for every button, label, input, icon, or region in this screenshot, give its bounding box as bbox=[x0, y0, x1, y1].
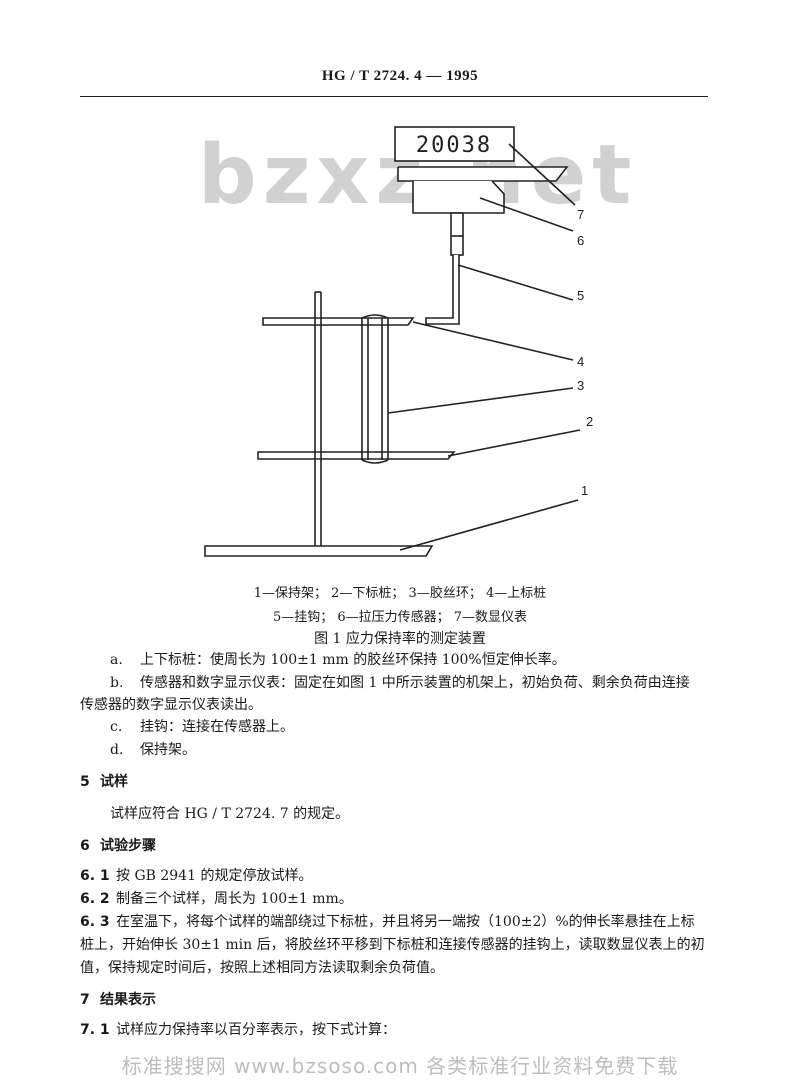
callout-2: 2 bbox=[586, 414, 593, 429]
force-sensor bbox=[412, 180, 505, 214]
leader-2 bbox=[447, 429, 581, 457]
footer-watermark: 标准搜搜网 www.bzsoso.com 各类标准行业资料免费下载 bbox=[121, 1054, 679, 1078]
section-7-title: 结果表示 bbox=[100, 992, 156, 1008]
figure-legend-line-2: 5—挂钩； 6—拉压力传感器； 7—数显仪表 bbox=[272, 610, 528, 625]
callout-1: 1 bbox=[581, 483, 588, 498]
figure-caption: 图 1 应力保持率的测定装置 bbox=[314, 631, 486, 647]
figure-legend-line-1: 1—保持架； 2—下标桩； 3—胶丝环； 4—上标桩 bbox=[253, 586, 547, 601]
lower-peg bbox=[257, 451, 456, 460]
standard-code-header: HG / T 2724. 4 — 1995 bbox=[321, 68, 479, 84]
callout-6: 6 bbox=[577, 233, 584, 248]
callout-7: 7 bbox=[577, 207, 584, 222]
item-b-marker: b. bbox=[110, 675, 124, 691]
callout-5: 5 bbox=[577, 288, 584, 303]
leader-1 bbox=[399, 499, 579, 551]
item-a-marker: a. bbox=[110, 652, 123, 668]
clause-7-1-text: 试样应力保持率以百分率表示，按下式计算： bbox=[116, 1022, 396, 1038]
leader-3 bbox=[387, 387, 574, 414]
leader-5 bbox=[457, 264, 574, 301]
display-digits: 20038 bbox=[416, 133, 492, 158]
clause-6-3-text-1: 在室温下，将每个试样的端部绕过下标桩，并且将另一端按（100±2）%的伸长率悬挂… bbox=[116, 914, 695, 930]
item-b-text-2: 传感器的数字显示仪表读出。 bbox=[80, 697, 262, 713]
clause-6-2-text: 制备三个试样，周长为 100±1 mm。 bbox=[116, 891, 353, 907]
clause-6-3-number: 6. 3 bbox=[80, 914, 110, 930]
item-d-marker: d. bbox=[110, 742, 124, 758]
section-5-body: 试样应符合 HG / T 2724. 7 的规定。 bbox=[110, 806, 350, 822]
clause-6-2-number: 6. 2 bbox=[80, 891, 110, 907]
digital-display-box bbox=[394, 126, 515, 162]
upper-peg bbox=[262, 317, 415, 326]
clause-6-1-text: 按 GB 2941 的规定停放试样。 bbox=[116, 868, 313, 884]
hook bbox=[425, 255, 460, 325]
leader-6 bbox=[479, 197, 574, 232]
mount-plate bbox=[397, 166, 569, 182]
item-c-marker: c. bbox=[110, 719, 123, 735]
clause-6-1-number: 6. 1 bbox=[80, 868, 110, 884]
section-6-title: 试验步骤 bbox=[100, 838, 156, 854]
item-d-text: 保持架。 bbox=[140, 742, 196, 758]
section-5-title: 试样 bbox=[100, 774, 128, 790]
section-5-number: 5 bbox=[80, 774, 90, 790]
clause-6-3-text-2: 桩上，开始伸长 30±1 min 后，将胶丝环平移到下标桩和连接传感器的挂钩上，… bbox=[80, 937, 705, 953]
leader-4 bbox=[412, 321, 574, 361]
rubber-band bbox=[361, 314, 389, 464]
sensor-rod bbox=[450, 212, 464, 256]
clause-7-1-number: 7. 1 bbox=[80, 1022, 110, 1038]
apparatus-figure: 20038 7 6 5 4 3 2 1 bbox=[204, 126, 593, 557]
leader-7 bbox=[508, 143, 576, 206]
callout-4: 4 bbox=[577, 354, 584, 369]
item-b-text-1: 传感器和数字显示仪表：固定在如图 1 中所示装置的机架上，初始负荷、剩余负荷由连… bbox=[140, 675, 690, 691]
section-6-number: 6 bbox=[80, 838, 90, 854]
callout-3: 3 bbox=[577, 378, 584, 393]
item-a-text: 上下标桩：使周长为 100±1 mm 的胶丝环保持 100%恒定伸长率。 bbox=[140, 652, 566, 668]
header-rule bbox=[80, 96, 708, 97]
clause-6-3-text-3: 值，保持规定时间后，按照上述相同方法读取剩余负荷值。 bbox=[80, 960, 444, 976]
item-c-text: 挂钩：连接在传感器上。 bbox=[140, 719, 294, 735]
holder-base bbox=[204, 545, 434, 557]
section-7-number: 7 bbox=[80, 992, 90, 1008]
